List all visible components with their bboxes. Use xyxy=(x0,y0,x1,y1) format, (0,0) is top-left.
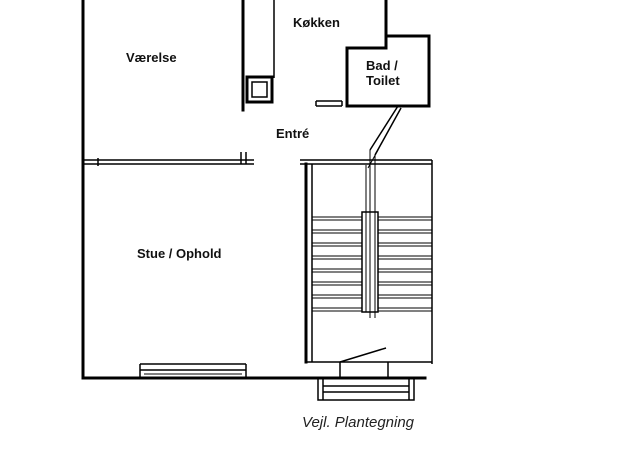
plan-caption: Vejl. Plantegning xyxy=(302,414,415,431)
partition-wall xyxy=(83,152,433,364)
entrance-steps xyxy=(317,377,415,401)
room-label-bad: Bad / Toilet xyxy=(366,58,400,88)
kitchen-opening xyxy=(315,100,343,107)
room-label-vaerelse: Værelse xyxy=(126,50,177,65)
entrance-door xyxy=(339,347,389,378)
room-label-stue: Stue / Ophold xyxy=(137,246,222,261)
room-label-bad-line1: Bad / xyxy=(366,58,398,73)
bathroom-door xyxy=(367,105,402,169)
window-bottom xyxy=(139,363,247,378)
room-label-bad-line2: Toilet xyxy=(366,73,400,88)
room-label-kokken: Køkken xyxy=(293,15,340,30)
stair-stringer xyxy=(361,150,379,318)
stair-well xyxy=(304,162,432,364)
chimney xyxy=(245,75,274,104)
room-label-entre: Entré xyxy=(276,126,310,141)
kitchen-walls xyxy=(241,0,431,112)
stair-treads xyxy=(312,216,432,312)
